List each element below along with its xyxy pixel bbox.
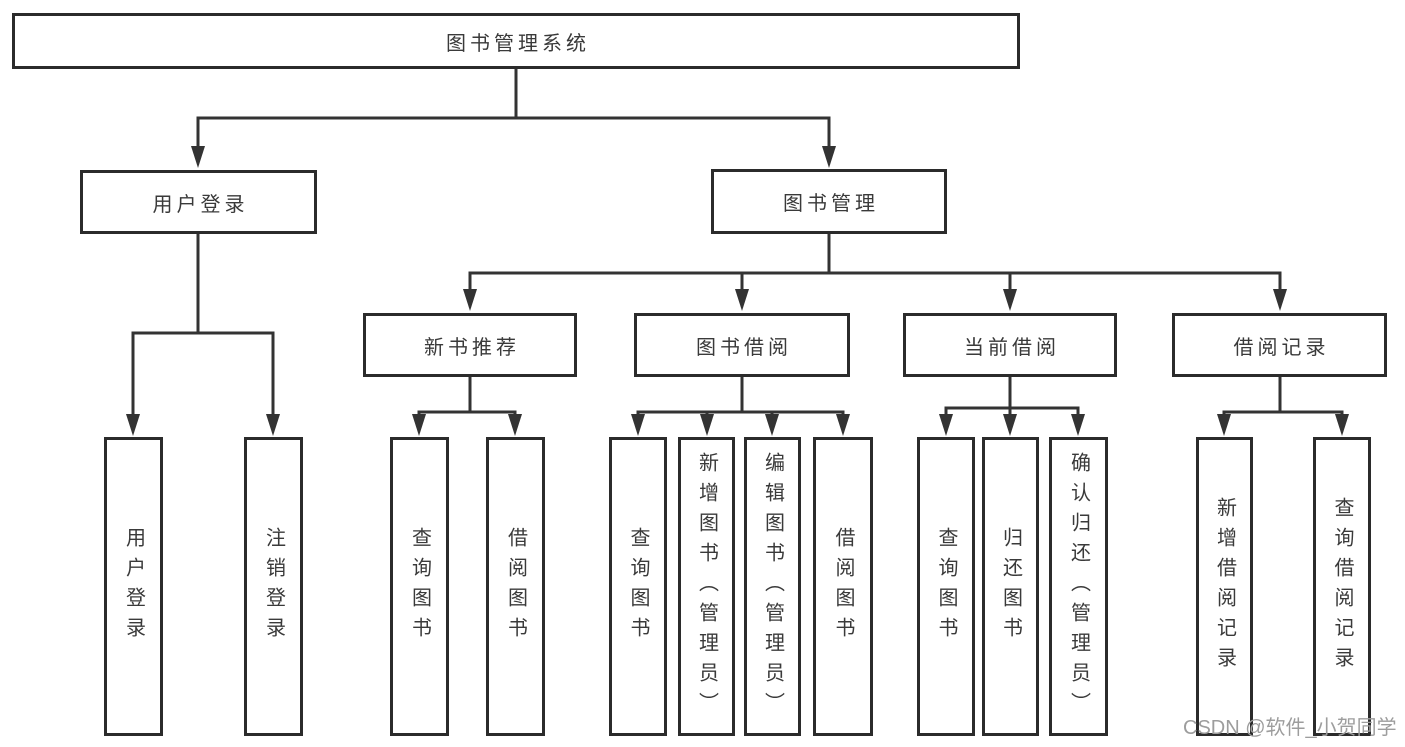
leaf-user-login: 用户登录 (104, 437, 163, 736)
leaf-borrow-books-borrow: 借阅图书 (813, 437, 873, 736)
arrowhead-icon (1071, 414, 1085, 436)
node-label: 图书管理 (783, 193, 879, 215)
arrowhead-icon (735, 289, 749, 311)
arrowhead-icon (126, 414, 140, 436)
node-label: 查询图书 (408, 526, 431, 647)
node-library-management-system: 图书管理系统 (12, 13, 1020, 69)
arrowhead-icon (1217, 414, 1231, 436)
leaf-logout-login: 注销登录 (244, 437, 303, 736)
leaf-return-books: 归还图书 (982, 437, 1039, 736)
node-label: 借阅图书 (504, 526, 527, 647)
leaf-query-books-recommend: 查询图书 (390, 437, 449, 736)
node-label: 编辑图书（管理员） (761, 451, 784, 722)
arrowhead-icon (822, 146, 836, 168)
node-label: 注销登录 (262, 526, 285, 647)
node-label: 当前借阅 (964, 336, 1060, 359)
arrowhead-icon (1003, 414, 1017, 436)
leaf-query-borrow-record: 查询借阅记录 (1313, 437, 1371, 736)
node-label: 新增借阅记录 (1213, 496, 1236, 677)
node-label: 借阅记录 (1233, 336, 1330, 359)
node-label: 用户登录 (122, 526, 145, 647)
arrowhead-icon (1273, 289, 1287, 311)
node-borrowing-records: 借阅记录 (1172, 313, 1387, 377)
leaf-add-borrow-record: 新增借阅记录 (1196, 437, 1253, 736)
arrowhead-icon (836, 414, 850, 436)
arrowhead-icon (191, 146, 205, 168)
leaf-query-books-current: 查询图书 (917, 437, 975, 736)
watermark: CSDN @软件_小贺同学 (1183, 717, 1397, 739)
arrowhead-icon (463, 289, 477, 311)
node-label: 确认归还（管理员） (1067, 451, 1090, 722)
node-label: 图书借阅 (696, 336, 792, 359)
leaf-query-books-borrow: 查询图书 (609, 437, 667, 736)
node-label: 新增图书（管理员） (695, 451, 718, 722)
leaf-confirm-return-admin: 确认归还（管理员） (1049, 437, 1108, 736)
node-label: 查询借阅记录 (1331, 496, 1353, 677)
node-label: 归还图书 (999, 526, 1022, 647)
node-new-book-recommendation: 新书推荐 (363, 313, 577, 377)
leaf-add-book-admin: 新增图书（管理员） (678, 437, 735, 736)
node-label: 查询图书 (627, 526, 649, 647)
arrowhead-icon (700, 414, 714, 436)
node-label: 借阅图书 (832, 526, 854, 647)
leaf-edit-book-admin: 编辑图书（管理员） (744, 437, 801, 736)
node-user-login: 用户登录 (80, 170, 317, 234)
arrowhead-icon (508, 414, 522, 436)
arrowhead-icon (412, 414, 426, 436)
node-label: 新书推荐 (424, 336, 520, 359)
arrowhead-icon (266, 414, 280, 436)
node-label: 用户登录 (152, 193, 249, 216)
arrowhead-icon (631, 414, 645, 436)
node-current-borrowing: 当前借阅 (903, 313, 1117, 377)
node-book-borrowing: 图书借阅 (634, 313, 850, 377)
arrowhead-icon (1003, 289, 1017, 311)
node-book-management: 图书管理 (711, 169, 947, 234)
arrowhead-icon (765, 414, 779, 436)
arrowhead-icon (1335, 414, 1349, 436)
arrowhead-icon (939, 414, 953, 436)
node-label: 查询图书 (935, 526, 957, 647)
arrowheads (126, 146, 1349, 436)
leaf-borrow-books-recommend: 借阅图书 (486, 437, 545, 736)
node-label: 图书管理系统 (446, 32, 590, 55)
